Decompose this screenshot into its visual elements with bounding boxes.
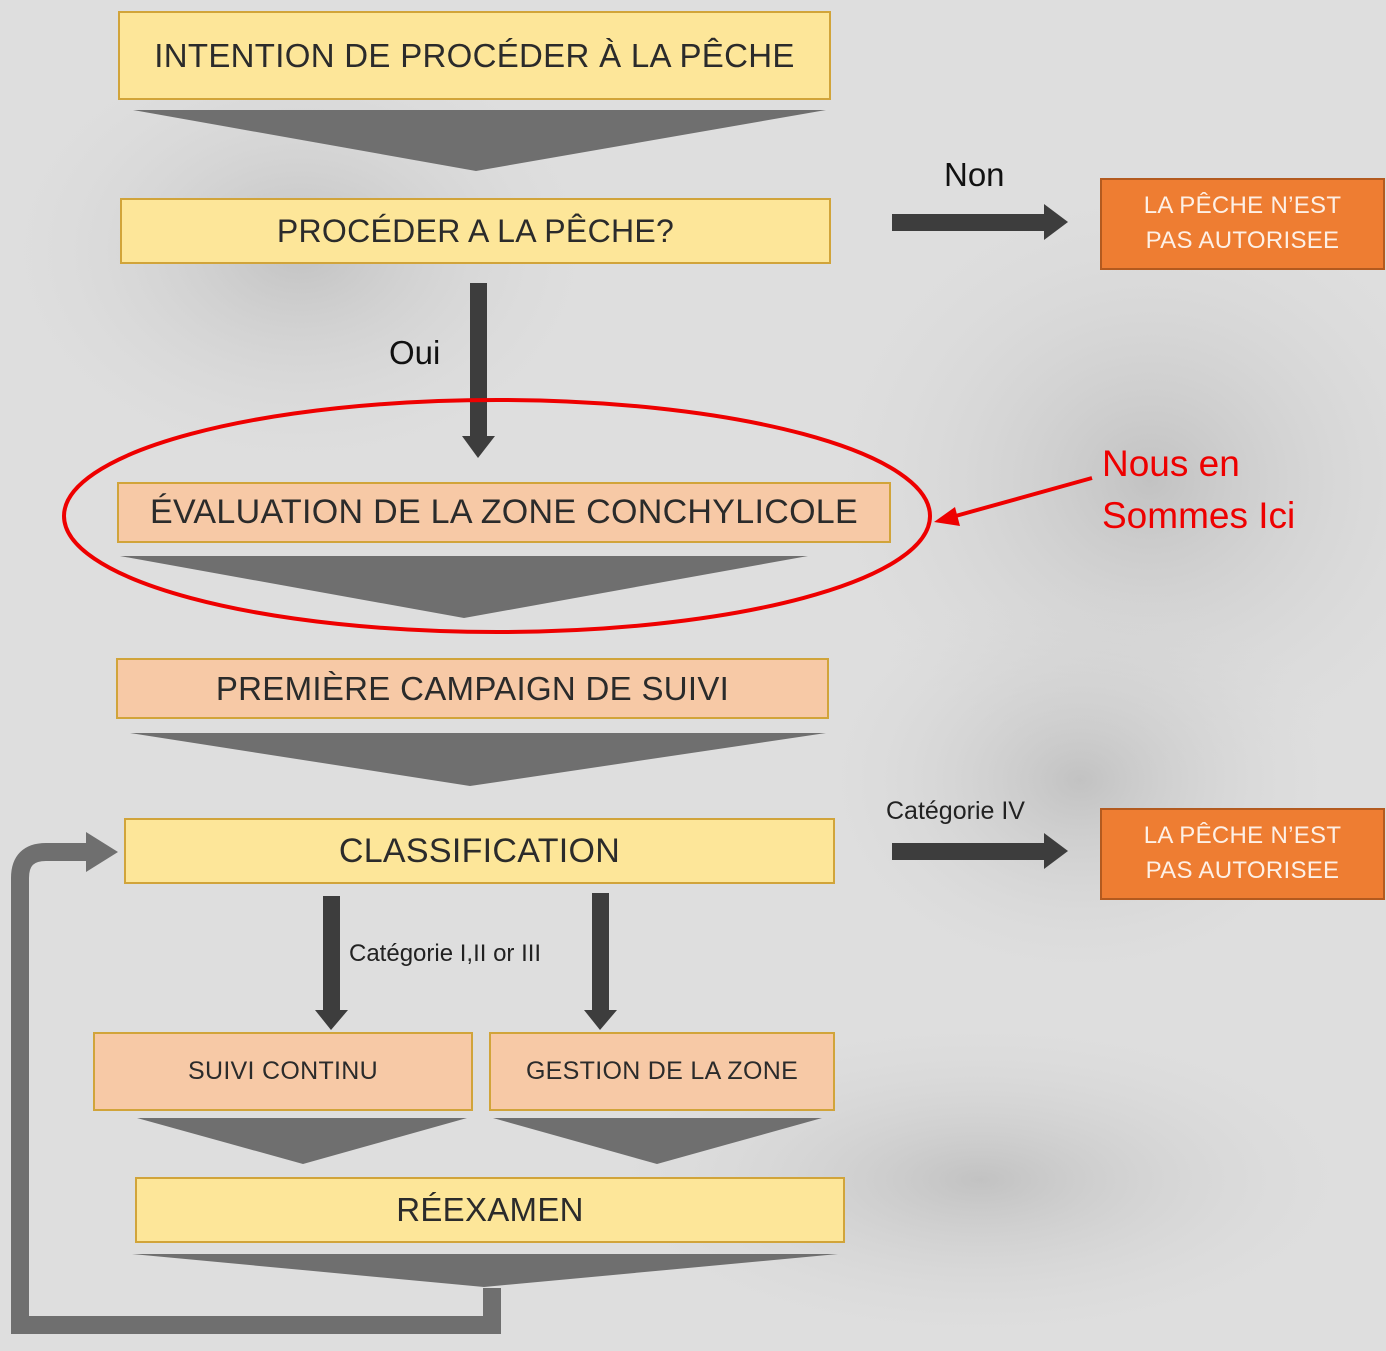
non-label: Non	[944, 156, 1005, 193]
chevron-4b	[493, 1118, 822, 1164]
cat-iv-arrowhead	[1044, 833, 1068, 869]
chevron-1	[133, 110, 826, 171]
pointer-arrow-line	[951, 476, 1093, 519]
cat-arrow-left-shaft	[323, 896, 340, 1012]
chevron-5	[132, 1254, 838, 1287]
evaluation-step: ÉVALUATION DE LA ZONE CONCHYLICOLE	[117, 482, 891, 543]
highlight-ellipse	[62, 398, 932, 634]
position-annotation-line1: Nous en	[1102, 443, 1240, 484]
proceder-step: PROCÉDER A LA PÊCHE?	[120, 198, 831, 264]
intention-step: INTENTION DE PROCÉDER À LA PÊCHE	[118, 11, 831, 100]
chevron-4a	[137, 1118, 467, 1164]
gestion-zone-step: GESTION DE LA ZONE	[489, 1032, 835, 1111]
refused-outcome-line1: LA PÊCHE N’EST	[1143, 822, 1342, 850]
cat-arrow-left-head	[315, 1010, 348, 1030]
cat-arrow-right-shaft	[592, 893, 609, 1012]
classification-step: CLASSIFICATION	[124, 818, 835, 884]
suivi-continu-step: SUIVI CONTINU	[93, 1032, 473, 1111]
oui-arrowhead	[462, 436, 495, 458]
position-annotation: Nous en Sommes Ici	[1102, 438, 1295, 542]
premiere-campagne-step: PREMIÈRE CAMPAIGN DE SUIVI	[116, 658, 829, 719]
refused-outcome-line2: PAS AUTORISEE	[1145, 857, 1340, 884]
oui-arrow-shaft	[470, 283, 487, 438]
refused-outcome-line1: LA PÊCHE N’EST	[1143, 192, 1342, 220]
reexamen-step: RÉEXAMEN	[135, 1177, 845, 1243]
oui-label: Oui	[389, 334, 441, 371]
chevron-2	[120, 556, 808, 618]
cat-iv-arrow-shaft	[892, 843, 1048, 860]
chevron-3	[130, 733, 826, 786]
refused-outcome-2: LA PÊCHE N’EST PAS AUTORISEE	[1100, 808, 1385, 900]
loop-back-arrowhead	[86, 832, 118, 872]
categorie-i-iii-label: Catégorie I,II or III	[349, 940, 542, 967]
position-annotation-line2: Sommes Ici	[1102, 494, 1296, 536]
refused-outcome-1: LA PÊCHE N’EST PAS AUTORISEE	[1100, 178, 1385, 270]
non-arrowhead	[1044, 204, 1068, 240]
loop-back-arrow	[11, 843, 501, 1334]
refused-outcome-line2: PAS AUTORISEE	[1145, 227, 1340, 254]
categorie-iv-label: Catégorie IV	[886, 797, 1025, 825]
pointer-arrowhead	[934, 507, 960, 526]
cat-arrow-right-head	[584, 1010, 617, 1030]
non-arrow-shaft	[892, 214, 1048, 231]
